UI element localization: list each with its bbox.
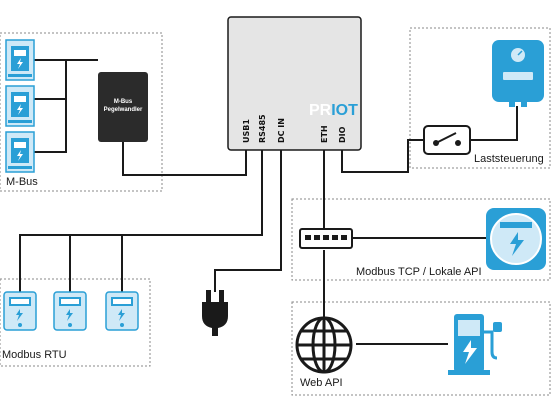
port-usb1-label: USB1 — [242, 119, 251, 143]
port-dcin-label: DC IN — [277, 118, 286, 143]
port-dio-label: DIO — [338, 126, 347, 143]
modbus-rtu-meter-icons — [3, 291, 139, 331]
modbus-rtu-group-label: Modbus RTU — [2, 349, 67, 361]
mbus-group-border — [0, 32, 163, 192]
rtu-meter-icon — [53, 291, 87, 331]
converter-label-line1: M-Bus — [114, 99, 133, 105]
port-eth-label: ETH — [320, 125, 329, 143]
laststeuerung-group-border — [409, 27, 551, 169]
network-switch-icon — [299, 228, 353, 249]
mbus-converter-box: M-Bus Pegelwandler — [98, 72, 148, 142]
globe-icon — [295, 316, 353, 374]
rtu-meter-icon — [105, 291, 139, 331]
brand-logo: PRIOT — [309, 102, 358, 119]
rs485-to-rtu-wire — [19, 150, 263, 292]
webapi-group-label: Web API — [300, 377, 343, 389]
rtu-meter-icon — [3, 291, 37, 331]
mbus-bus-wire — [34, 59, 67, 153]
power-plug-icon — [202, 290, 228, 336]
mbus-meter-icon — [5, 39, 35, 81]
mbus-meter-icon — [5, 85, 35, 127]
mbus-meter-icons — [5, 39, 35, 173]
wires — [19, 59, 518, 345]
modbus-tcp-group-border — [291, 198, 551, 281]
webapi-group-border — [291, 301, 551, 396]
priot-device: PRIOT USB1 RS485 DC IN ETH DIO — [227, 16, 362, 151]
dio-relay-wire — [341, 106, 518, 173]
dcin-power-wire — [214, 150, 282, 292]
mbus-meter-icon — [5, 131, 35, 173]
converter-to-usb-wire — [122, 142, 247, 176]
relay-switch-icon — [423, 125, 471, 155]
converter-label-line2: Pegelwandler — [104, 107, 143, 113]
tcp-meter-icon — [486, 208, 546, 270]
ev-charger-icon — [448, 314, 502, 375]
port-rs485-label: RS485 — [258, 114, 267, 143]
mbus-group-label: M-Bus — [6, 176, 38, 188]
laststeuerung-group-label: Laststeuerung — [474, 153, 544, 165]
modbus-rtu-group-border — [0, 278, 151, 367]
boiler-icon — [492, 40, 544, 107]
modbus-tcp-group-label: Modbus TCP / Lokale API — [356, 266, 482, 278]
